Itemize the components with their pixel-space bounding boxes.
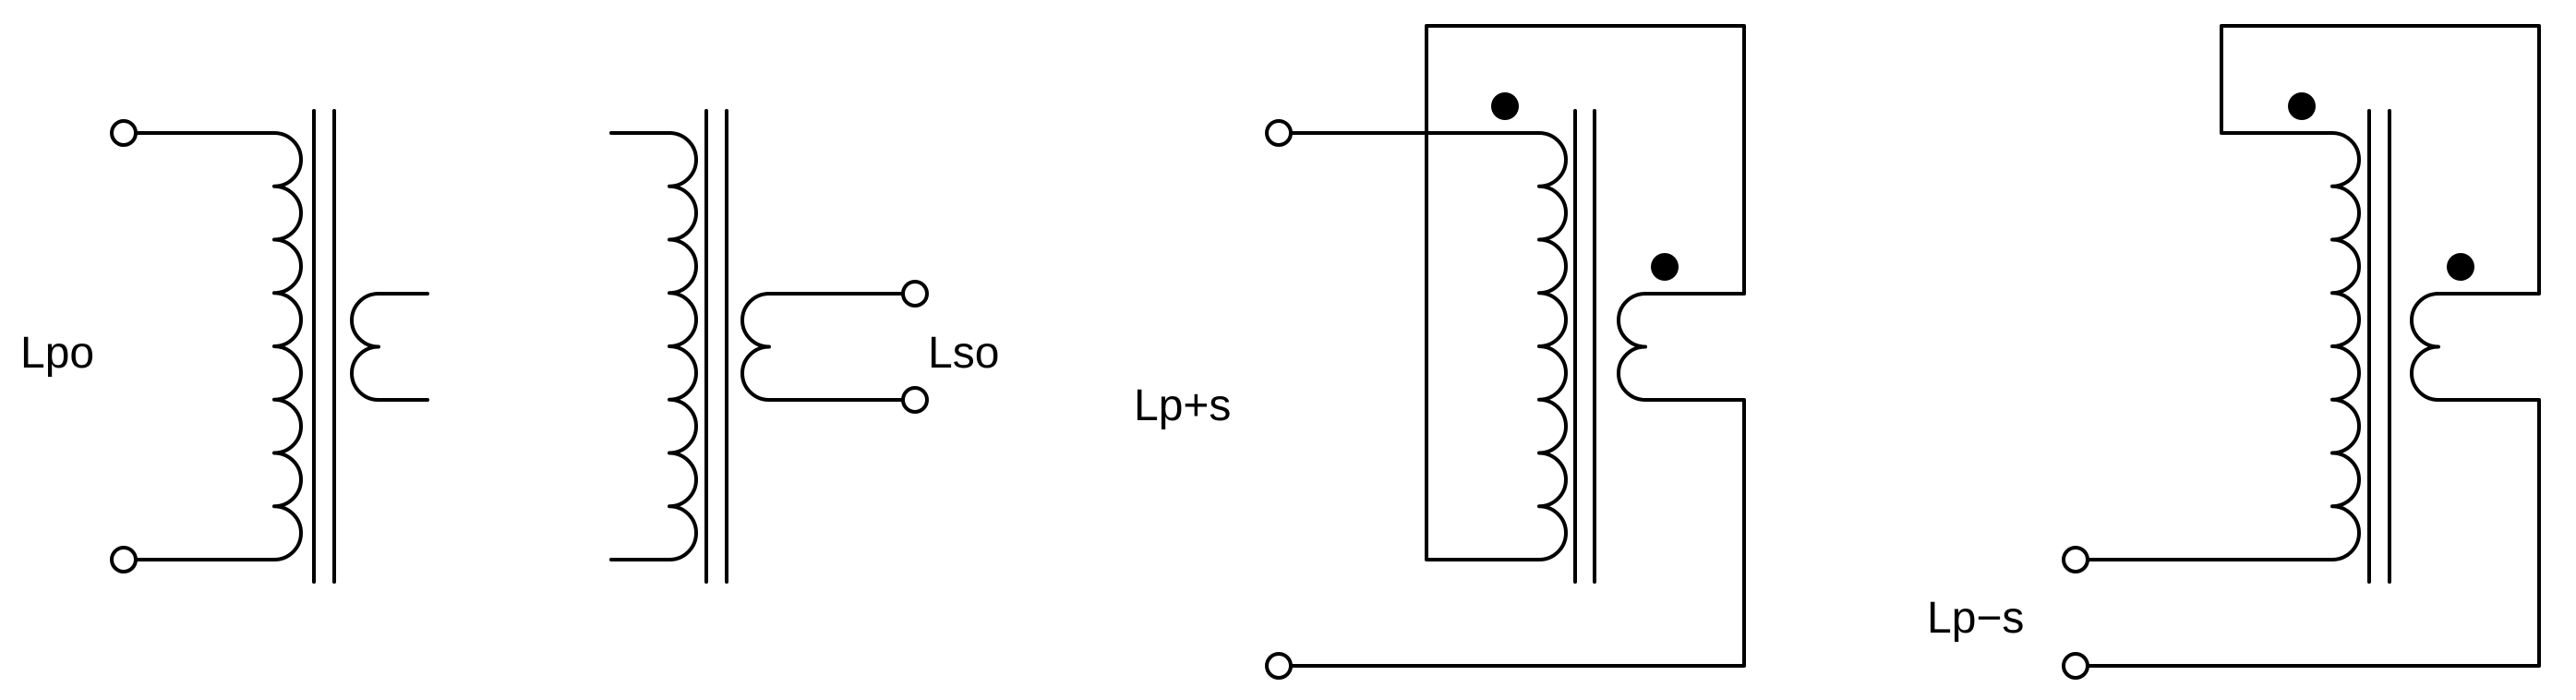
primary-winding (2330, 131, 2361, 561)
terminal-bottom[interactable] (901, 386, 929, 414)
secondary-winding (740, 292, 905, 402)
circuit-lp-minus-s (2062, 24, 2541, 680)
label-lp-minus-s: Lp−s (1927, 594, 2024, 643)
terminal-bottom[interactable] (110, 546, 138, 573)
circuit-lpo (110, 109, 429, 584)
polarity-dot-secondary (2447, 253, 2474, 281)
primary-winding (272, 131, 303, 561)
lead-bottom (2086, 398, 2541, 668)
terminal-top[interactable] (2062, 546, 2089, 573)
secondary-winding (2410, 292, 2440, 402)
terminal-top[interactable] (901, 280, 929, 308)
label-lpo: Lpo (20, 329, 94, 378)
label-lp-plus-s: Lp+s (1134, 381, 1231, 430)
secondary-winding (350, 292, 429, 402)
polarity-dot-primary (2288, 92, 2316, 120)
circuit-lso (609, 109, 929, 584)
terminal-top[interactable] (1265, 119, 1293, 147)
terminal-top[interactable] (110, 119, 138, 147)
primary-winding (668, 131, 698, 561)
connection-wire (1425, 24, 1746, 561)
terminal-bottom[interactable] (1265, 652, 1293, 680)
polarity-dot-primary (1491, 92, 1519, 120)
circuit-lp-plus-s (1265, 24, 1746, 680)
label-lso: Lso (928, 329, 999, 378)
terminal-bottom[interactable] (2062, 652, 2089, 680)
lead-bottom (1289, 398, 1746, 668)
polarity-dot-secondary (1651, 253, 1679, 281)
primary-winding (1537, 131, 1568, 561)
connection-wire (2220, 24, 2541, 296)
secondary-winding (1617, 292, 1647, 402)
